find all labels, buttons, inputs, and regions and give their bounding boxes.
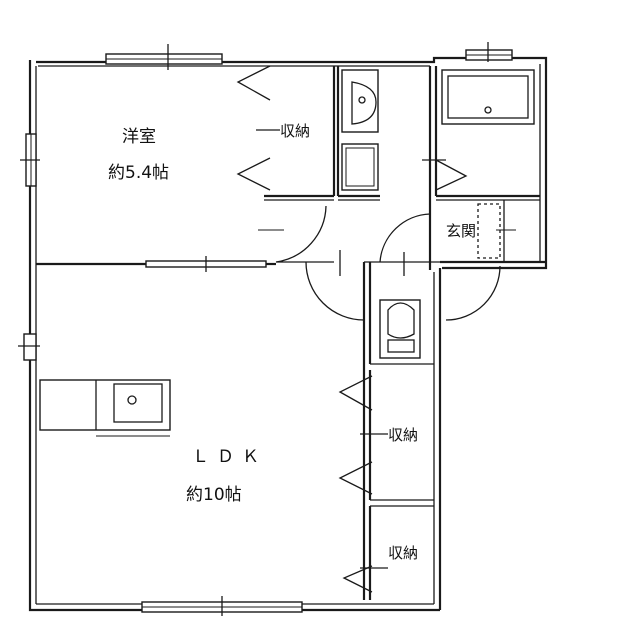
ldk-room-size: 約10帖 <box>186 485 242 505</box>
window-top-western <box>105 44 223 70</box>
entrance-shoe-rack <box>477 203 516 259</box>
western-room-name: 洋室 <box>122 127 156 147</box>
window-left-ldk <box>18 333 40 361</box>
window-top-bath <box>465 42 513 62</box>
western-closet-label: 収納 <box>280 122 310 140</box>
entrance-label: 玄関 <box>446 222 476 240</box>
washbasin-icon <box>341 69 379 133</box>
ldk-closet-upper-doors <box>338 375 388 495</box>
ldk-closet-upper-label: 収納 <box>388 426 418 444</box>
window-bottom-ldk <box>141 596 303 616</box>
washing-machine-icon <box>341 143 379 191</box>
kitchen-counter <box>39 379 171 437</box>
toilet-icon <box>379 299 421 359</box>
door-bath <box>422 159 468 191</box>
door-western <box>258 205 334 263</box>
western-room-size: 約5.4帖 <box>108 163 169 183</box>
ldk-closet-lower-doors <box>342 565 388 593</box>
door-washroom <box>305 250 365 321</box>
bathtub-icon <box>441 69 535 125</box>
interior-walls <box>36 66 546 600</box>
western-closet-doors <box>236 65 280 191</box>
ldk-closet-lower-label: 収納 <box>388 544 418 562</box>
door-hall <box>379 213 431 276</box>
outer-walls <box>28 56 548 612</box>
window-left-western <box>20 133 40 187</box>
ldk-room-name: ＬＤＫ <box>192 447 267 467</box>
door-entrance-toilet <box>445 265 501 321</box>
